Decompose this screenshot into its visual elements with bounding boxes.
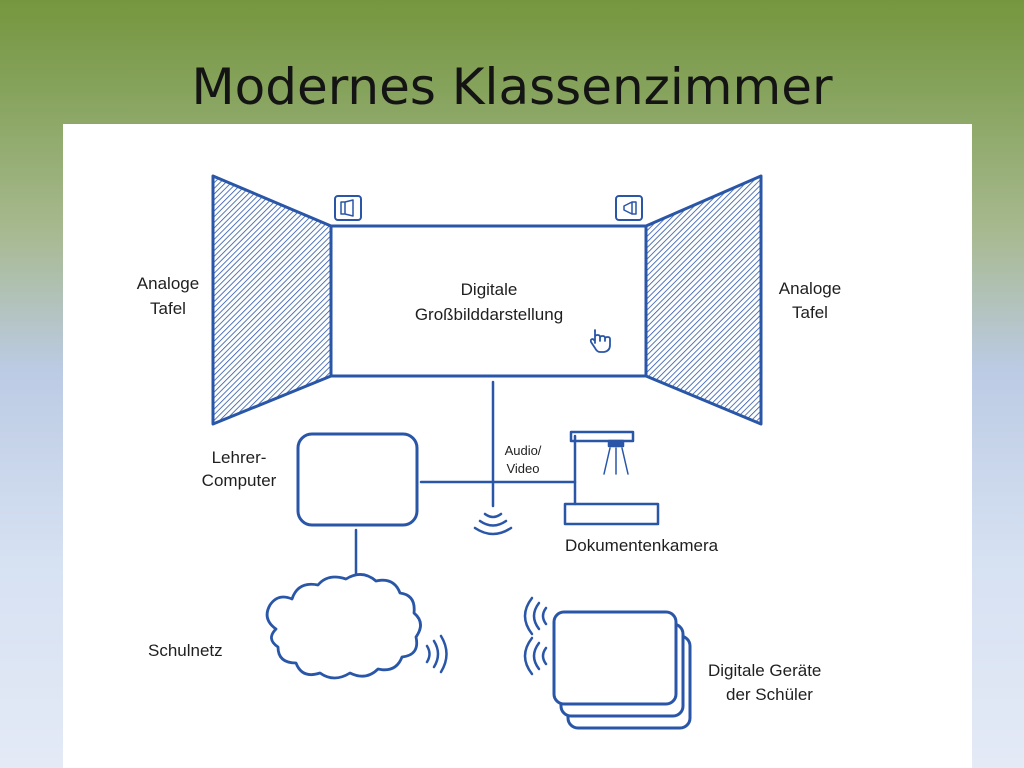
label-audio-video-1: Audio/ bbox=[505, 443, 542, 458]
label-board-right-1: Analoge bbox=[779, 279, 841, 298]
label-audio-video-2: Video bbox=[506, 461, 539, 476]
speaker-left-icon bbox=[334, 195, 362, 221]
label-student-devices-1: Digitale Geräte bbox=[708, 661, 821, 680]
label-teacher-computer-1: Lehrer- bbox=[212, 448, 267, 467]
label-board-left-2: Tafel bbox=[150, 299, 186, 318]
label-display-2: Großbilddarstellung bbox=[415, 305, 563, 324]
cloud-icon bbox=[265, 573, 422, 680]
teacher-computer bbox=[296, 432, 419, 527]
label-board-right-2: Tafel bbox=[792, 303, 828, 322]
digital-display bbox=[329, 224, 648, 378]
diagram-panel: Analoge Tafel Analoge Tafel Digitale Gro… bbox=[63, 124, 972, 768]
label-board-left-1: Analoge bbox=[137, 274, 199, 293]
label-school-network: Schulnetz bbox=[148, 641, 223, 660]
hand-pointer-icon bbox=[589, 329, 611, 353]
wireless-signal-icon bbox=[473, 512, 513, 536]
analog-board-left bbox=[211, 174, 333, 426]
student-devices-signal-icon bbox=[523, 596, 548, 676]
classroom-diagram: Analoge Tafel Analoge Tafel Digitale Gro… bbox=[137, 174, 841, 730]
slide-title: Modernes Klassenzimmer bbox=[191, 58, 833, 116]
label-student-devices-2: der Schüler bbox=[726, 685, 813, 704]
cloud-signal-icon bbox=[425, 634, 448, 674]
label-teacher-computer-2: Computer bbox=[202, 471, 277, 490]
label-document-camera: Dokumentenkamera bbox=[565, 536, 719, 555]
document-camera-icon bbox=[563, 430, 660, 526]
analog-board-right bbox=[644, 174, 763, 426]
label-display-1: Digitale bbox=[461, 280, 518, 299]
speaker-right-icon bbox=[615, 195, 643, 221]
tablet-stack-icon bbox=[552, 610, 692, 730]
